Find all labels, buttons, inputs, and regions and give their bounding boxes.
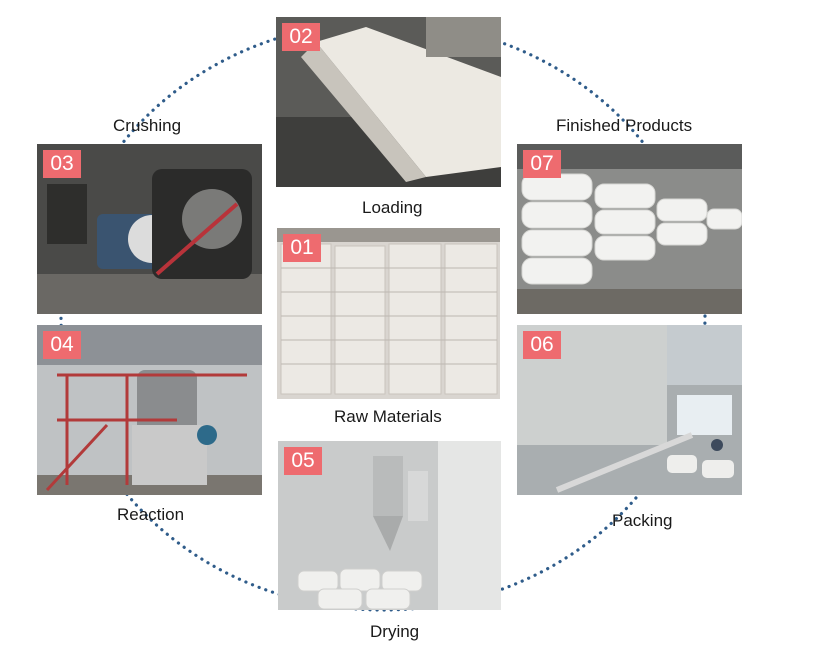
- step-06-badge: 06: [523, 331, 561, 359]
- step-05-label: Drying: [370, 622, 420, 641]
- step-07-label: Finished Products: [556, 116, 693, 135]
- step-02-photo: 02: [276, 17, 501, 187]
- step-03-label: Crushing: [113, 116, 182, 135]
- step-05-photo: 05: [278, 441, 501, 610]
- step-01-badge: 01: [283, 234, 321, 262]
- step-06-label: Packing: [612, 511, 673, 530]
- step-04-photo: 04: [37, 325, 262, 495]
- step-01-label: Raw Materials: [334, 407, 442, 426]
- step-02-badge: 02: [282, 23, 320, 51]
- step-06-photo: 06: [517, 325, 742, 495]
- step-01-photo: 01: [277, 228, 500, 399]
- step-02-label: Loading: [362, 198, 423, 217]
- step-03-photo: 03: [37, 144, 262, 314]
- step-03-badge: 03: [43, 150, 81, 178]
- step-05-badge: 05: [284, 447, 322, 475]
- step-07-badge: 07: [523, 150, 561, 178]
- step-04-badge: 04: [43, 331, 81, 359]
- dotted-circle: [59, 20, 707, 612]
- step-07-photo: 07: [517, 144, 742, 314]
- step-04-label: Reaction: [117, 505, 185, 524]
